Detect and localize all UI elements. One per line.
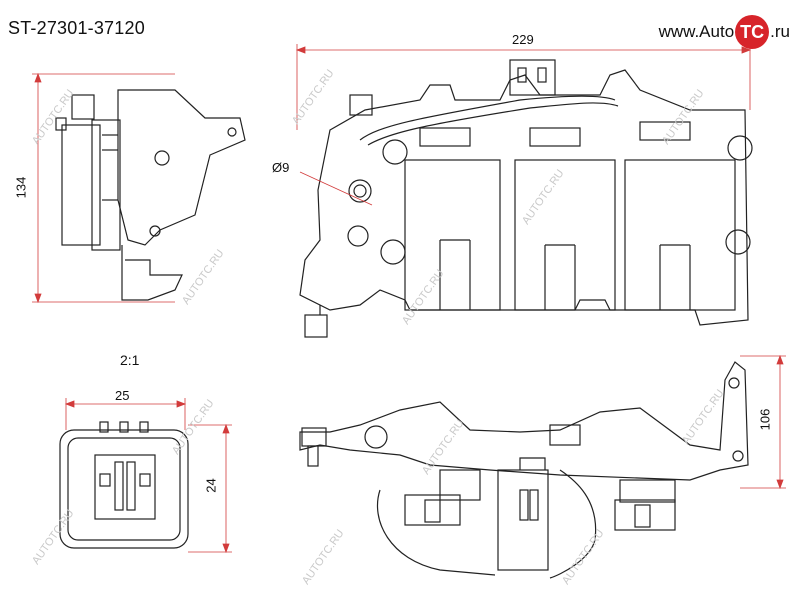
brand-logo-block[interactable]: www.Auto TC .ru	[659, 14, 790, 50]
dim-106-lines	[740, 354, 786, 490]
part-number: ST-27301-37120	[8, 18, 145, 38]
dim-hole-diameter: Ø9	[272, 160, 290, 175]
dim-134-lines	[32, 72, 175, 304]
dim-connector-lines	[64, 398, 232, 554]
brand-logo-icon: TC	[735, 15, 770, 49]
dim-connector-width: 25	[115, 388, 130, 403]
dim-connector-height: 24	[203, 478, 219, 493]
connector-detail	[59, 421, 189, 549]
dim-side-height: 134	[13, 176, 29, 199]
dim-229-lines	[295, 44, 752, 206]
scale-label: 2:1	[120, 352, 140, 368]
brand-prefix: www.Auto	[658, 22, 735, 41]
top-view	[299, 59, 753, 338]
dim-bottom-height: 106	[757, 408, 773, 431]
side-view	[55, 89, 246, 301]
brand-suffix: .ru	[770, 22, 790, 41]
dim-top-width: 229	[512, 32, 534, 47]
bottom-view	[299, 361, 749, 579]
